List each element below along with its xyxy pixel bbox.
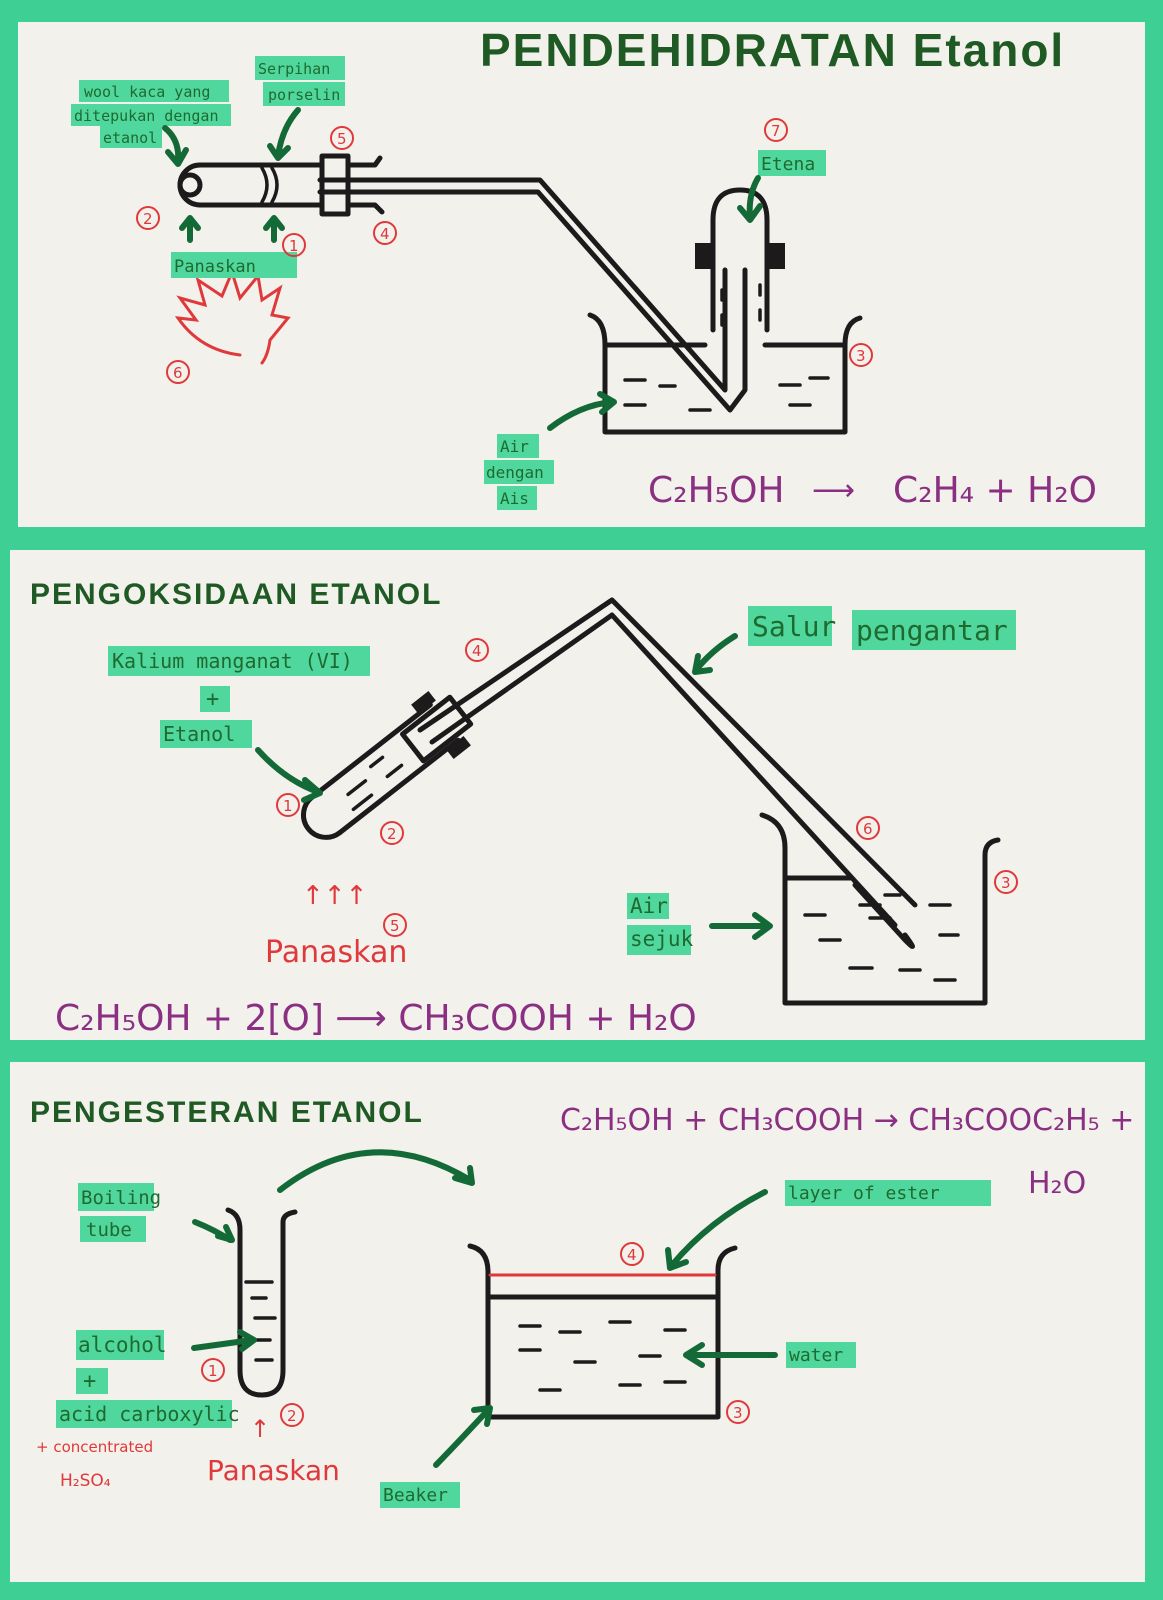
label-h2so4: H₂SO₄ bbox=[60, 1471, 111, 1491]
arrow-wool bbox=[162, 125, 189, 167]
label-heat-3: ↑ bbox=[250, 1415, 270, 1443]
svg-text:4: 4 bbox=[627, 1246, 637, 1264]
label-panaskan-2: Panaskan bbox=[265, 935, 407, 970]
arrow-serpihan bbox=[267, 107, 301, 161]
svg-text:7: 7 bbox=[771, 122, 781, 140]
svg-text:4: 4 bbox=[472, 642, 482, 660]
arrow-salur bbox=[692, 633, 738, 675]
label-layer-ester: layer of ester bbox=[788, 1183, 940, 1204]
svg-text:5: 5 bbox=[390, 917, 400, 935]
section3-numbers: 1 2 3 4 bbox=[201, 1242, 750, 1427]
label-heat-2: ↑↑↑ bbox=[302, 881, 367, 911]
equation-ester-line2: H₂O bbox=[1028, 1166, 1086, 1201]
label-etena: Etena bbox=[761, 154, 815, 175]
dehydration-apparatus bbox=[177, 153, 863, 435]
label-concentrated: + concentrated bbox=[36, 1438, 153, 1456]
svg-text:6: 6 bbox=[863, 820, 873, 838]
section3-title: PENGESTERAN ETANOL bbox=[30, 1096, 424, 1129]
arrow-air bbox=[547, 391, 617, 431]
label-air-sejuk-1: Air bbox=[630, 894, 668, 918]
arrow-heat-1 bbox=[179, 215, 201, 243]
arrow-beaker bbox=[433, 1405, 493, 1468]
label-air-sejuk-2: sejuk bbox=[630, 927, 694, 951]
label-etanol-2: Etanol bbox=[163, 722, 235, 746]
label-wool-3: etanol bbox=[103, 129, 157, 147]
label-air-2: dengan bbox=[486, 463, 544, 482]
label-panaskan-1: Panaskan bbox=[174, 257, 256, 277]
label-tube: tube bbox=[86, 1219, 132, 1241]
label-serpihan-2: porselin bbox=[268, 86, 340, 104]
svg-text:3: 3 bbox=[733, 1404, 743, 1422]
equation-oxidation: C₂H₅OH + 2[O] ⟶ CH₃COOH + H₂O bbox=[55, 998, 697, 1039]
svg-text:1: 1 bbox=[283, 797, 293, 815]
label-water: water bbox=[789, 1345, 843, 1366]
arrow-air-sejuk bbox=[709, 912, 773, 940]
label-air-1: Air bbox=[500, 437, 529, 456]
oxidation-apparatus bbox=[300, 597, 1001, 1006]
stopper-icon bbox=[695, 243, 713, 269]
equation-dehydration-left: C₂H₅OH bbox=[648, 470, 784, 511]
svg-text:5: 5 bbox=[337, 130, 347, 148]
label-wool-1: wool kaca yang bbox=[84, 83, 210, 101]
svg-text:1: 1 bbox=[208, 1362, 218, 1380]
section1-title: PENDEHIDRATAN Etanol bbox=[480, 24, 1065, 76]
section2-title: PENGOKSIDAAN ETANOL bbox=[30, 578, 442, 611]
label-serpihan-1: Serpihan bbox=[258, 60, 330, 78]
label-pengantar: pengantar bbox=[856, 614, 1008, 647]
arrow-layer bbox=[665, 1189, 768, 1271]
arrow-water bbox=[683, 1342, 778, 1368]
svg-text:3: 3 bbox=[1001, 874, 1011, 892]
label-beaker: Beaker bbox=[383, 1485, 448, 1506]
svg-text:2: 2 bbox=[143, 210, 153, 228]
arrow-etanol bbox=[255, 747, 323, 803]
label-panaskan-3: Panaskan bbox=[207, 1454, 340, 1487]
label-acid: acid carboxylic bbox=[59, 1402, 240, 1426]
arrow-etena bbox=[737, 175, 763, 223]
svg-text:1: 1 bbox=[289, 237, 299, 255]
arrow-heat-2 bbox=[263, 215, 285, 243]
equation-dehydration-right: C₂H₄ + H₂O bbox=[893, 470, 1097, 511]
section2-numbers: 1 2 3 4 5 6 bbox=[276, 638, 1018, 937]
section1-numbers: 1 2 3 4 5 6 7 bbox=[136, 118, 873, 384]
panel-esterification bbox=[10, 1062, 1145, 1582]
label-plus-2: + bbox=[206, 687, 219, 712]
label-kalium: Kalium manganat (VI) bbox=[112, 649, 353, 673]
equation-ester-line1: C₂H₅OH + CH₃COOH → CH₃COOC₂H₅ + bbox=[560, 1103, 1134, 1138]
label-alcohol: alcohol bbox=[78, 1333, 167, 1357]
svg-text:2: 2 bbox=[387, 825, 397, 843]
svg-text:4: 4 bbox=[380, 225, 390, 243]
label-boiling: Boiling bbox=[81, 1187, 161, 1209]
label-salur: Salur bbox=[752, 610, 836, 643]
arrow-alcohol bbox=[191, 1329, 257, 1352]
svg-text:2: 2 bbox=[287, 1407, 297, 1425]
label-wool-2: ditepukan dengan bbox=[74, 107, 219, 125]
equation-dehydration-arrow: ⟶ bbox=[812, 473, 855, 508]
arrow-boiling-tube bbox=[192, 1219, 235, 1243]
svg-text:6: 6 bbox=[173, 364, 183, 382]
label-plus-3: + bbox=[83, 1369, 96, 1394]
svg-text:3: 3 bbox=[856, 347, 866, 365]
label-air-3: Ais bbox=[500, 489, 529, 508]
arrow-transfer bbox=[277, 1149, 475, 1193]
esterification-apparatus bbox=[225, 1207, 738, 1420]
